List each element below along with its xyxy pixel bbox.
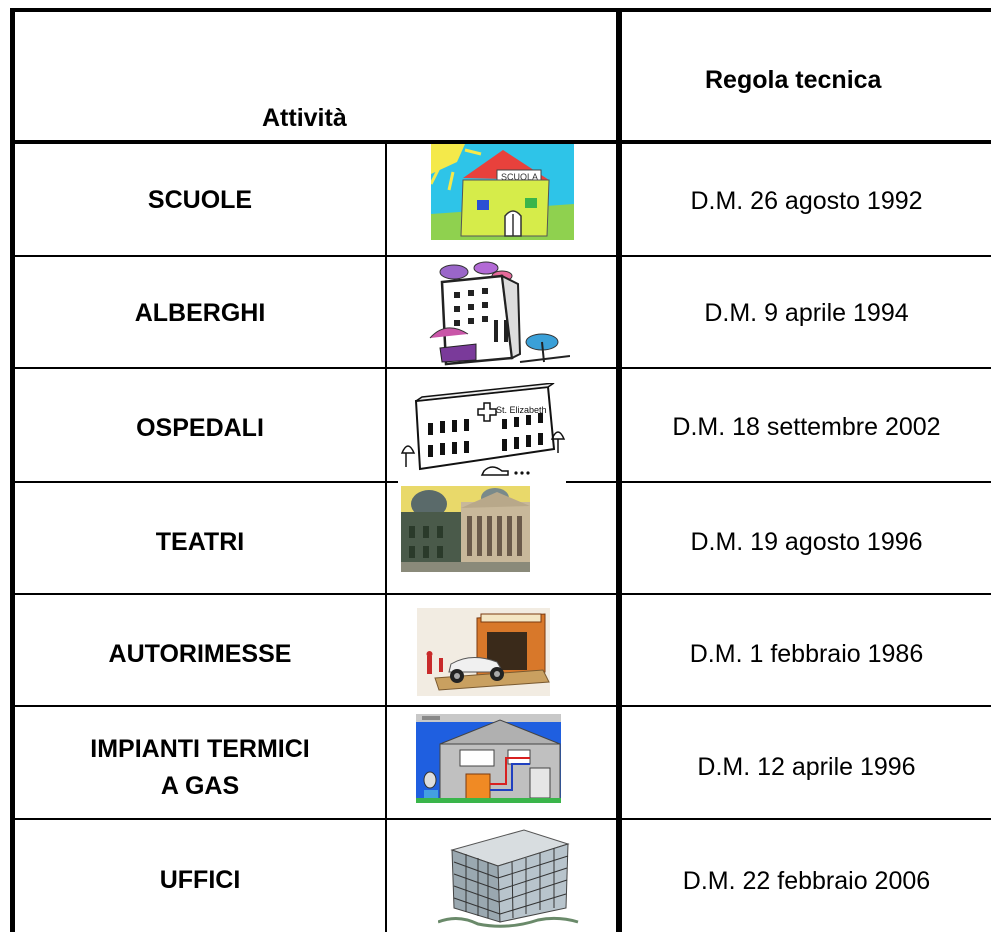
row-divider-header: [10, 140, 991, 144]
activity-name-alberghi: ALBERGHI: [134, 299, 266, 327]
activity-name-teatri: TEATRI: [155, 528, 245, 556]
hospital-sign-text: St. Elizabeth: [496, 405, 547, 415]
rule-impianti: D.M. 12 aprile 1996: [697, 753, 916, 781]
rule-scuole: D.M. 26 agosto 1992: [690, 187, 923, 215]
header-rule: Regola tecnica: [705, 66, 882, 94]
theatre-picture: [401, 486, 530, 572]
row-divider-6: [10, 818, 991, 820]
office-picture: [438, 822, 579, 930]
activity-name-impianti-line1: IMPIANTI TERMICI: [90, 735, 310, 763]
garage-picture: [417, 608, 550, 696]
rule-autorimesse: D.M. 1 febbraio 1986: [689, 640, 924, 668]
row-divider-2: [10, 367, 991, 369]
school-picture: SCUOLA: [431, 144, 574, 240]
rule-teatri: D.M. 19 agosto 1996: [690, 528, 923, 556]
table-border-top: [10, 8, 991, 12]
header-activity: Attività: [262, 104, 347, 132]
table-border-left: [10, 8, 15, 932]
hotel-picture: [420, 258, 570, 366]
activity-name-scuole: SCUOLE: [147, 186, 253, 214]
activity-name-autorimesse: AUTORIMESSE: [108, 640, 292, 668]
svg-text:SCUOLA: SCUOLA: [501, 172, 538, 182]
column-divider-rule: [616, 8, 622, 932]
hospital-picture: St. Elizabeth: [398, 383, 566, 484]
row-divider-1: [10, 255, 991, 257]
row-divider-5: [10, 705, 991, 707]
gas-plant-picture: [416, 714, 561, 803]
rule-uffici: D.M. 22 febbraio 2006: [682, 867, 931, 895]
activity-name-ospedali: OSPEDALI: [136, 414, 264, 442]
activity-name-uffici: UFFICI: [159, 866, 241, 894]
rule-ospedali: D.M. 18 settembre 2002: [672, 413, 941, 441]
column-divider-picture: [385, 143, 387, 932]
activity-name-impianti-line2: A GAS: [160, 772, 240, 800]
row-divider-4: [10, 593, 991, 595]
rule-alberghi: D.M. 9 aprile 1994: [704, 299, 909, 327]
